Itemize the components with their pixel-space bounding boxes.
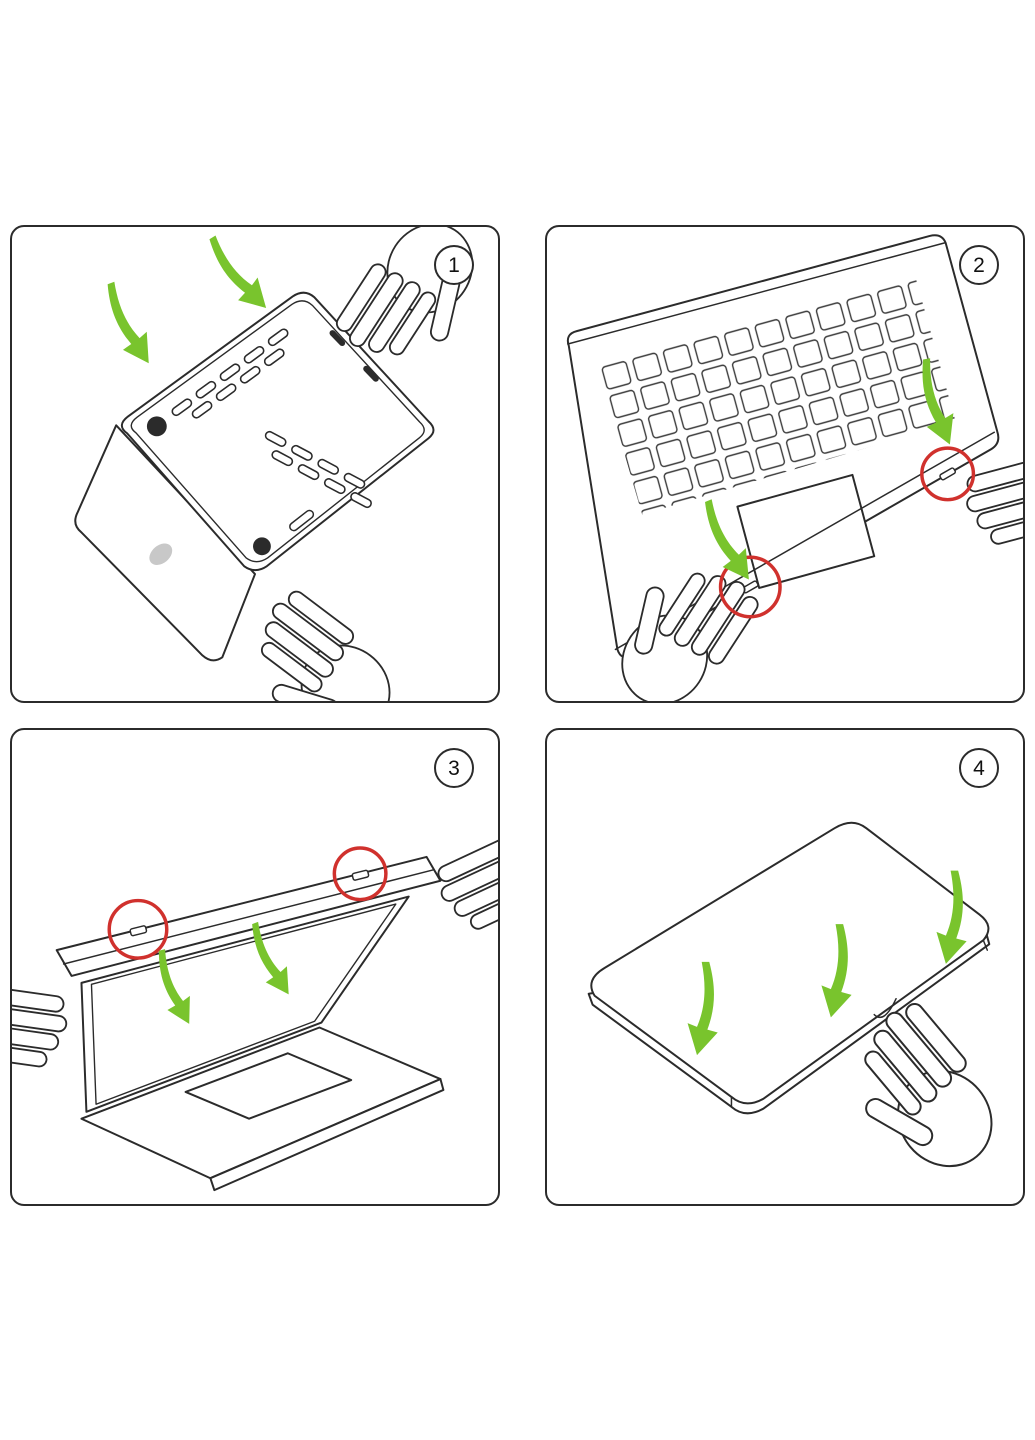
hinge-cutout: [329, 330, 346, 347]
step-panel-2: 2: [545, 225, 1025, 703]
step-2-illustration: [566, 234, 1023, 701]
step-panel-1: 1: [10, 225, 500, 703]
press-arrow-icon: [100, 277, 158, 370]
laptop-screen: [80, 895, 410, 1113]
step-number: 4: [973, 756, 985, 780]
rubber-foot: [146, 416, 167, 437]
vent-slits-right: [264, 430, 372, 509]
press-arrow-icon: [202, 228, 274, 319]
cover-clip: [351, 869, 370, 881]
base-front-edge: [209, 1078, 445, 1192]
edge-seam: [982, 939, 989, 951]
rubber-foot: [253, 537, 271, 556]
step-4-illustration: [587, 821, 1019, 1196]
trackpad: [184, 1052, 353, 1120]
cover-fold-line: [62, 869, 435, 965]
step-panel-4: 4: [545, 728, 1025, 1206]
step-number-badge: 3: [434, 748, 474, 788]
clip-highlight-icon: [718, 555, 782, 619]
laptop-bottom-case: [120, 291, 435, 572]
step-3-illustration: [12, 807, 498, 1192]
hinge-seam: [567, 242, 946, 345]
step-number-badge: 1: [434, 245, 474, 285]
logo-mark: [149, 543, 173, 565]
clip-highlight-icon: [332, 846, 388, 902]
thumb-notch: [873, 997, 897, 1019]
clip-slot: [289, 509, 315, 532]
case-rim-line: [130, 300, 425, 563]
hand-icon: [12, 976, 71, 1102]
step-number: 1: [448, 253, 460, 277]
clip-highlight-icon: [920, 446, 976, 502]
case-top-cover: [55, 855, 442, 977]
step-number-badge: 2: [959, 245, 999, 285]
case-clip: [939, 467, 957, 481]
step-number: 3: [448, 756, 460, 780]
laptop-lid: [74, 424, 256, 662]
hinge-cutout: [363, 365, 379, 382]
hand-icon: [227, 584, 413, 701]
laptop-base: [80, 1026, 445, 1192]
cover-clip: [129, 925, 148, 937]
step-panel-3: 3: [10, 728, 500, 1206]
laptop-base: [566, 234, 1000, 659]
step-number: 2: [973, 253, 985, 277]
step-number-badge: 4: [959, 748, 999, 788]
step-1-illustration: [74, 227, 498, 701]
screen-bezel-line: [90, 903, 397, 1105]
keyboard: [598, 278, 956, 515]
hand-icon: [430, 807, 498, 967]
vent-slits-left: [171, 328, 289, 419]
clip-highlight-icon: [107, 898, 169, 960]
